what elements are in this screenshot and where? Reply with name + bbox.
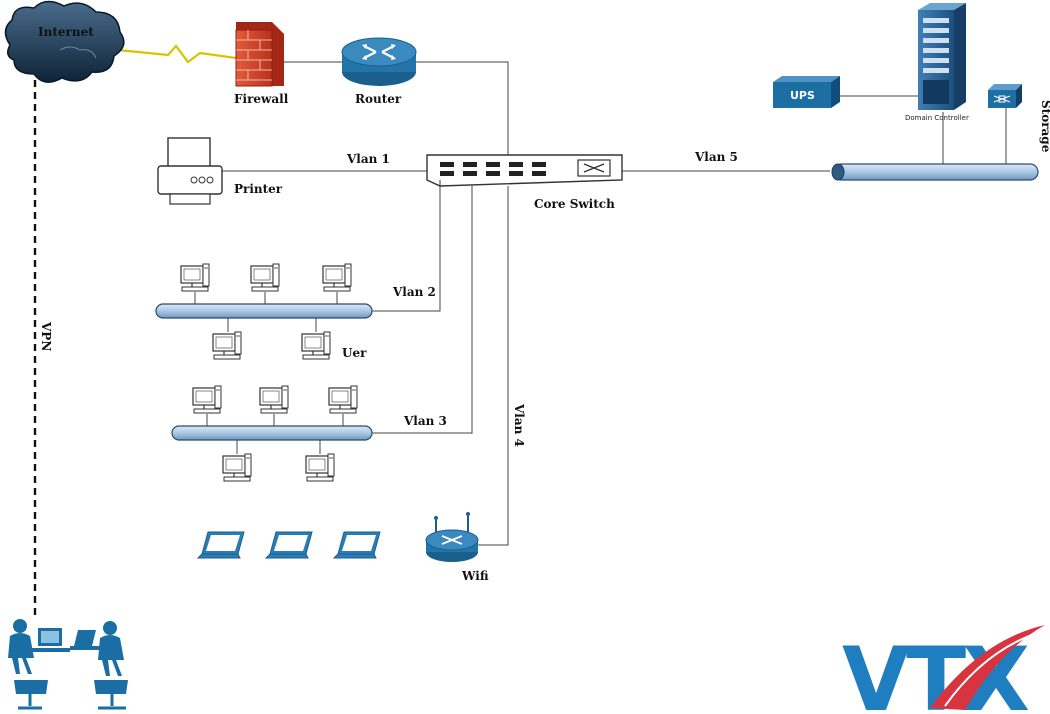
computer-icon bbox=[250, 263, 280, 292]
internet-cloud-icon bbox=[4, 0, 125, 83]
vpn-label: VPN bbox=[39, 321, 53, 351]
computer-icon bbox=[192, 385, 222, 414]
laptop-icon bbox=[197, 531, 245, 559]
internet-label: Internet bbox=[38, 25, 94, 39]
vlan3-bus-cable bbox=[171, 425, 373, 441]
core-switch-label: Core Switch bbox=[534, 197, 615, 211]
vlan3-label: Vlan 3 bbox=[403, 414, 447, 428]
vlan5-label: Vlan 5 bbox=[694, 150, 738, 164]
computer-icon bbox=[301, 331, 331, 360]
wifi-label: Wifi bbox=[461, 569, 489, 583]
vlan3-connectors bbox=[206, 414, 344, 454]
vlan4-link bbox=[478, 186, 509, 546]
vlan1-label: Vlan 1 bbox=[346, 152, 390, 166]
laptop-icon bbox=[333, 531, 381, 559]
firewall-icon bbox=[235, 22, 284, 87]
vlan2-link bbox=[372, 186, 441, 312]
computer-icon bbox=[328, 385, 358, 414]
storage-icon bbox=[988, 84, 1022, 108]
remote-users-icon bbox=[8, 619, 128, 710]
router-label: Router bbox=[355, 92, 402, 106]
wifi-access-point-icon bbox=[425, 512, 479, 562]
computer-icon bbox=[322, 263, 352, 292]
computer-icon bbox=[180, 263, 210, 292]
computer-icon bbox=[305, 453, 335, 482]
domain-controller-label: Domain Controller bbox=[905, 114, 969, 122]
printer-label: Printer bbox=[234, 182, 283, 196]
domain-controller-server-icon bbox=[918, 3, 966, 110]
vlan2-bus-cable bbox=[155, 303, 373, 319]
server-bus-cable bbox=[831, 163, 1039, 181]
ups-label: UPS bbox=[790, 89, 815, 102]
router-icon bbox=[341, 37, 417, 86]
laptop-icon bbox=[265, 531, 313, 559]
computer-icon bbox=[212, 331, 242, 360]
vlan4-label: Vlan 4 bbox=[512, 403, 526, 447]
ups-icon bbox=[773, 76, 840, 108]
internet-firewall-link bbox=[117, 44, 237, 64]
printer-icon bbox=[157, 137, 223, 205]
computer-icon bbox=[259, 385, 289, 414]
computer-icon bbox=[222, 453, 252, 482]
router-switch-link bbox=[416, 61, 509, 155]
firewall-label: Firewall bbox=[234, 92, 289, 106]
core-switch-icon bbox=[426, 154, 623, 187]
user-group-label: Uer bbox=[342, 346, 367, 360]
storage-label: Storage bbox=[1039, 100, 1050, 153]
vlan3-link bbox=[372, 186, 473, 434]
vlan2-connectors bbox=[194, 292, 338, 332]
vlan2-label: Vlan 2 bbox=[392, 285, 436, 299]
vtx-logo: VTX bbox=[842, 625, 1045, 714]
